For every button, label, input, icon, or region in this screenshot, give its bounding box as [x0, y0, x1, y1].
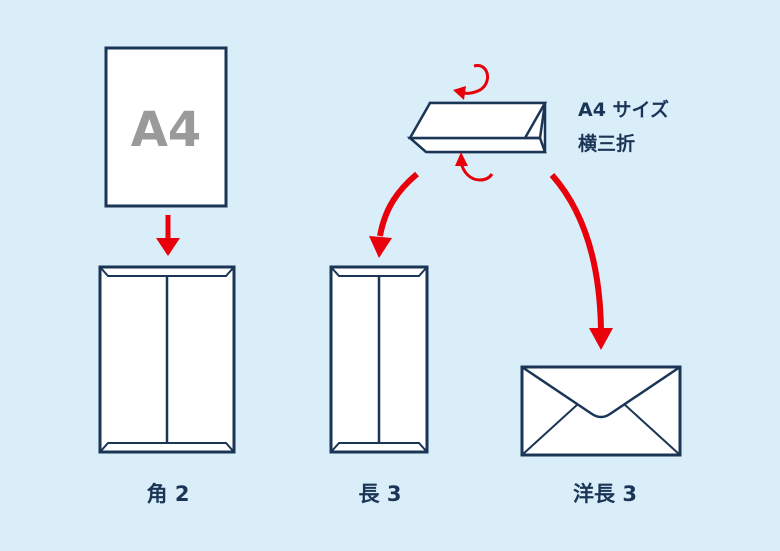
a4-paper: A4	[104, 46, 228, 208]
label-naga3: 長 3	[358, 482, 402, 506]
a4-paper-text: A4	[131, 102, 202, 158]
fold-caption: A4 サイズ 横三折	[578, 93, 669, 161]
trifold-paper	[406, 101, 548, 154]
caption-line-size: A4 サイズ	[578, 99, 669, 121]
rotate-top-icon	[453, 64, 490, 100]
arrow-curve-left-icon	[369, 171, 419, 258]
rotate-bottom-icon	[455, 152, 494, 182]
caption-line-fold: 横三折	[578, 133, 636, 155]
arrow-down-icon	[156, 215, 180, 256]
label-younaga3: 洋長 3	[573, 482, 637, 506]
envelope-kaku2	[98, 265, 236, 454]
envelope-naga3	[329, 265, 429, 454]
envelope-younaga3	[520, 365, 682, 457]
label-kaku2: 角 2	[146, 482, 190, 506]
arrow-curve-right-icon	[549, 173, 613, 350]
